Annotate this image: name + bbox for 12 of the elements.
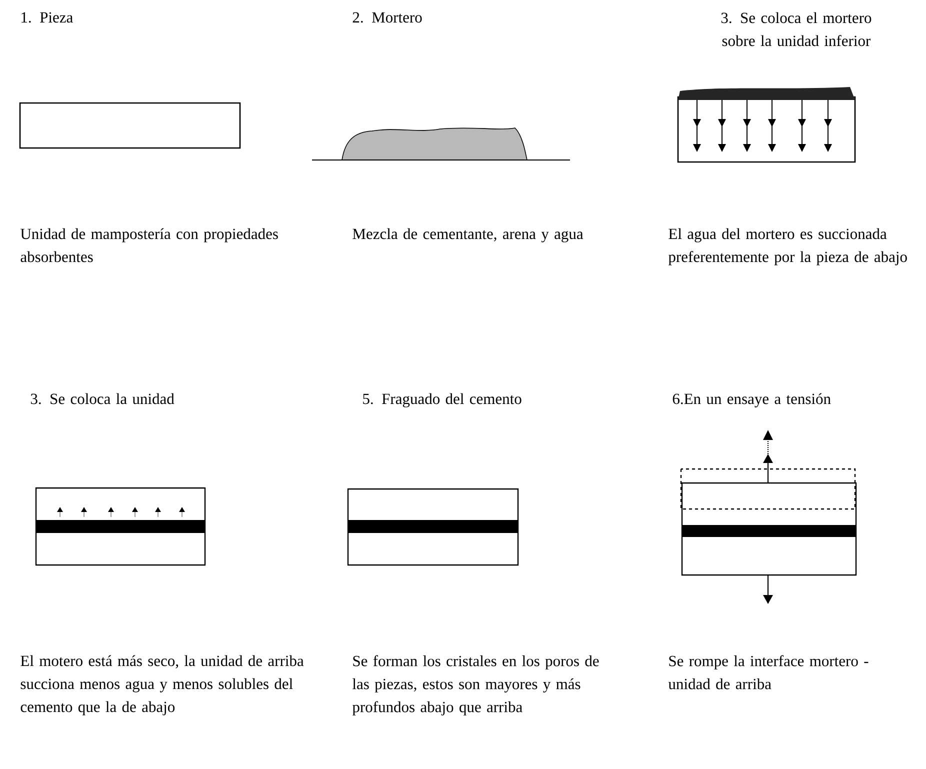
step-description: El motero está más seco, la unidad de arriba succiona menos agua y menos solubles del cemento que la de abajo [20, 655, 304, 716]
step-description: Se forman los cristales en los poros de las piezas, estos son mayores y más profundos abajo que arriba [352, 655, 599, 716]
step-description: Mezcla de cementante, arena y agua [352, 228, 584, 242]
step-description: Unidad de mampostería con propiedades absorbentes [20, 228, 278, 262]
step-title: 3. Se coloca el mortero sobre la unidad inferior [721, 12, 872, 46]
step-title: 5. Fraguado del cemento [363, 393, 522, 408]
step-title: 1. Pieza [22, 12, 73, 23]
step-description: Se rompe la interface mortero - unidad de arriba [668, 655, 868, 690]
step-description: El agua del mortero es succionada preferentemente por la pieza de abajo [668, 228, 907, 266]
step-title: 6.En un ensaye a tensión [672, 393, 831, 408]
step-title: 2. Mortero [352, 12, 422, 23]
step-title: 3. Se coloca la unidad [30, 393, 174, 404]
